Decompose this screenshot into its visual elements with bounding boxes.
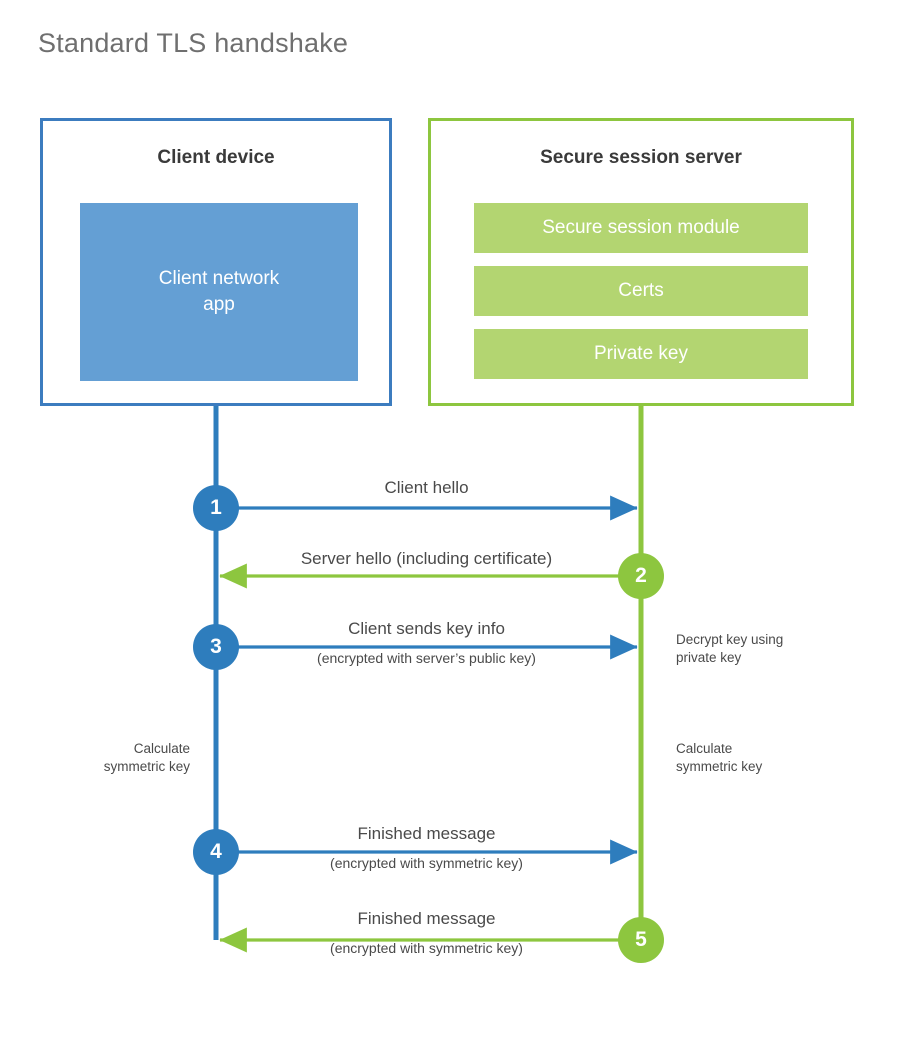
step-3-label-sub: (encrypted with server’s public key) <box>317 650 536 667</box>
client-device-heading: Client device <box>157 147 275 168</box>
step-badge-5: 5 <box>618 917 664 963</box>
annotation-server-calculate-symmetric-key: Calculate symmetric key <box>676 741 763 775</box>
step-badge-1: 1 <box>193 485 239 531</box>
step-4-label-main: Finished message <box>357 824 496 843</box>
step-5-label-main: Finished message <box>357 909 496 928</box>
step-badge-4: 4 <box>193 829 239 875</box>
step-5-label-sub: (encrypted with symmetric key) <box>330 940 523 957</box>
secure-session-server-heading: Secure session server <box>540 147 742 168</box>
step-3-label: Client sends key info (encrypted with se… <box>216 619 637 667</box>
server-component-certs: Certs <box>474 266 808 316</box>
server-component-secure-session-module: Secure session module <box>474 203 808 253</box>
client-network-app-block: Client network app <box>80 203 358 381</box>
step-4-label-sub: (encrypted with symmetric key) <box>330 855 523 872</box>
step-3-label-main: Client sends key info <box>348 619 505 638</box>
annotation-decrypt-key: Decrypt key using private key <box>676 632 784 666</box>
step-4-label: Finished message (encrypted with symmetr… <box>216 824 637 872</box>
step-badge-3: 3 <box>193 624 239 670</box>
step-1-label-main: Client hello <box>384 478 469 497</box>
server-component-private-key: Private key <box>474 329 808 379</box>
page-title: Standard TLS handshake <box>38 28 349 58</box>
step-badge-2: 2 <box>618 553 664 599</box>
client-network-app-label-line1: Client network <box>158 268 280 290</box>
step-2-label-main: Server hello (including certificate) <box>300 549 553 568</box>
annotation-client-calculate-symmetric-key: Calculate symmetric key <box>103 741 190 775</box>
client-network-app-label: Client network app <box>159 266 279 317</box>
step-5-label: Finished message (encrypted with symmetr… <box>216 909 637 957</box>
secure-session-server-panel: Secure session server Secure session mod… <box>428 118 854 406</box>
step-1-label: Client hello <box>216 478 637 498</box>
step-2-label: Server hello (including certificate) <box>216 549 637 569</box>
client-network-app-label-line2: app <box>203 294 235 315</box>
client-device-panel: Client device Client network app <box>40 118 392 406</box>
